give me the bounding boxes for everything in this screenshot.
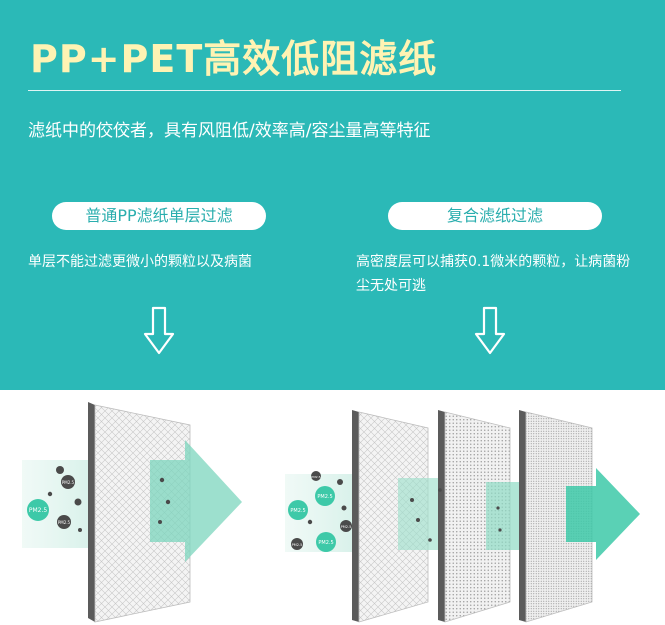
svg-text:PM2.5: PM2.5: [341, 525, 352, 529]
single-layer-label: 普通PP滤纸单层过滤: [52, 202, 266, 230]
svg-text:PM2.5: PM2.5: [62, 480, 75, 485]
particle: [165, 499, 171, 505]
particle: [416, 518, 420, 522]
pm25-particle: PM2.5: [315, 486, 335, 506]
particle: [47, 491, 53, 497]
particle: [337, 479, 343, 485]
particle: [74, 498, 82, 506]
svg-text:PM2.5: PM2.5: [58, 520, 71, 525]
svg-text:PM2.5: PM2.5: [29, 507, 48, 514]
particle: [56, 466, 64, 474]
page-title: PP+PET高效低阻滤纸: [30, 37, 438, 81]
svg-text:PM2.5: PM2.5: [317, 494, 332, 500]
pm25-particle: PM2.5: [291, 538, 303, 550]
pm25-particle: PM2.5: [340, 520, 352, 532]
particle: [341, 505, 347, 511]
pm25-particle: PM2.5: [288, 500, 308, 520]
particle: [428, 538, 432, 542]
right-arrow-icon: [566, 468, 640, 560]
particle: [78, 528, 82, 532]
filter-panel-edge: [88, 402, 95, 622]
down-arrow-icon: [474, 306, 506, 355]
svg-text:PM2.5: PM2.5: [292, 543, 303, 547]
teal-header-panel: PP+PET高效低阻滤纸 滤纸中的佼佼者，具有风阻低/效率高/容尘量高等特征 普…: [0, 0, 665, 390]
subtitle: 滤纸中的佼佼者，具有风阻低/效率高/容尘量高等特征: [28, 121, 431, 141]
single-layer-description: 单层不能过滤更微小的颗粒以及病菌: [28, 254, 252, 270]
pm25-particle: PM2.5: [61, 475, 75, 489]
svg-text:PM2.5: PM2.5: [290, 508, 305, 514]
particle: [410, 498, 414, 502]
svg-text:PM2.5: PM2.5: [311, 475, 320, 479]
pm25-particle: PM2.5: [27, 499, 49, 521]
particle: [438, 488, 442, 492]
particle: [498, 528, 502, 532]
composite-layer-label: 复合滤纸过滤: [388, 202, 602, 230]
svg-text:PM2.5: PM2.5: [318, 540, 333, 546]
pm25-particle: PM2.5: [316, 532, 336, 552]
filter-panel-edge: [438, 410, 445, 622]
down-arrow-icon: [143, 306, 175, 355]
particle: [307, 519, 313, 525]
filter-panel-edge: [519, 410, 526, 622]
pm25-particle: PM2.5: [311, 471, 321, 481]
right-arrow-icon: [150, 440, 242, 562]
filter-panel-edge: [352, 410, 359, 622]
title-divider: [28, 90, 621, 91]
particle: [158, 520, 162, 524]
filter-illustration: PM2.5 PM2.5 PM2.5 PM2.5 PM2.5 PM2: [22, 402, 640, 623]
composite-layer-description: 高密度层可以捕获0.1微米的颗粒，让病菌粉尘无处可逃: [356, 254, 631, 294]
particle: [159, 477, 165, 483]
pm25-particle: PM2.5: [57, 515, 71, 529]
particle: [496, 506, 500, 510]
